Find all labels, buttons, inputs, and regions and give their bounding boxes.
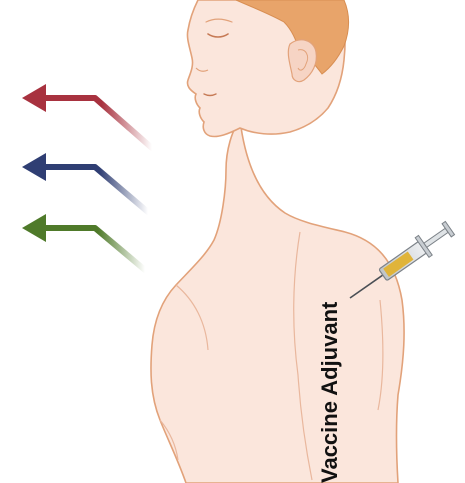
arrow-left-icon	[22, 153, 148, 212]
arrow-left-icon	[22, 214, 145, 270]
vaccine-adjuvant-label: Vaccine Adjuvant	[317, 301, 342, 483]
torso-shape	[151, 120, 404, 483]
arrow-left-icon	[22, 84, 152, 148]
